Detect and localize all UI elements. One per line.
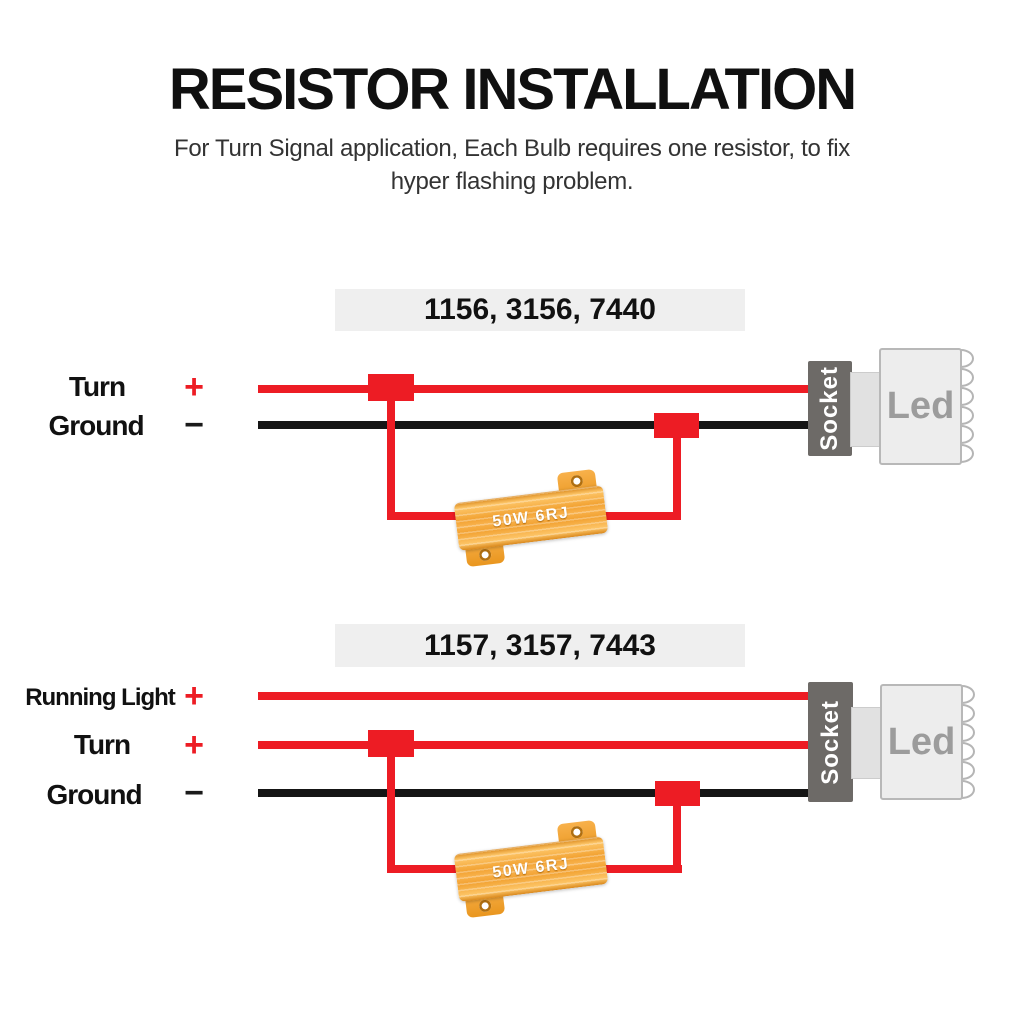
resistor-rating-label-1: 50W 6RJ	[491, 504, 571, 531]
wire-label-turn-1: Turn	[68, 371, 126, 402]
polarity-plus-running-light-2: +	[184, 677, 204, 715]
quick-tap-connector-ground-2	[655, 781, 700, 806]
ground-wire-2	[258, 789, 812, 797]
page-title: RESISTOR INSTALLATION	[168, 57, 857, 122]
polarity-minus-ground-2: −	[184, 774, 204, 812]
turn-wire-2	[258, 741, 812, 749]
wire-label-ground-2: Ground	[46, 779, 142, 810]
ground-wire-1	[258, 421, 812, 429]
polarity-minus-ground-1: −	[184, 406, 204, 444]
page-subtitle: For Turn Signal application, Each Bulb r…	[0, 132, 1024, 198]
resistor-lead-left-1	[387, 399, 395, 520]
socket-1: Socket	[808, 361, 852, 456]
resistor-body-2: 50W 6RJ	[453, 836, 609, 902]
bulb-models-header-2: 1157, 3157, 7443	[335, 624, 745, 667]
polarity-plus-turn-2: +	[184, 726, 204, 764]
polarity-plus-turn-1: +	[184, 368, 204, 406]
wire-label-running-light-2: Running Light	[25, 684, 176, 711]
resistor-lead-left-2	[387, 755, 395, 873]
resistor-body-1: 50W 6RJ	[453, 485, 609, 551]
mounting-hole-top-2	[570, 825, 584, 839]
subtitle-line-1: For Turn Signal application, Each Bulb r…	[174, 135, 850, 162]
resistor-rating-label-2: 50W 6RJ	[491, 855, 571, 882]
bulb-models-header-1: 1156, 3156, 7440	[335, 289, 745, 331]
socket-led-connector-1	[850, 372, 882, 447]
subtitle-line-2: hyper flashing problem.	[390, 168, 634, 195]
resistor-lead-right-2	[673, 803, 681, 873]
load-resistor-2: 50W 6RJ	[453, 819, 609, 919]
wire-label-turn-2: Turn	[73, 729, 131, 760]
mounting-hole-bottom-1	[478, 548, 492, 562]
led-bulb-2: Led	[880, 684, 963, 800]
mounting-hole-bottom-2	[478, 899, 492, 913]
socket-2: Socket	[808, 682, 853, 802]
quick-tap-connector-turn-2	[368, 730, 414, 757]
wire-label-ground-1: Ground	[48, 410, 144, 441]
led-label-2: Led	[887, 720, 956, 763]
led-bulb-1: Led	[879, 348, 962, 465]
socket-label-2: Socket	[816, 699, 844, 785]
load-resistor-1: 50W 6RJ	[453, 468, 609, 568]
quick-tap-connector-turn-1	[368, 374, 414, 401]
turn-wire-1	[258, 385, 812, 393]
mounting-hole-top-1	[570, 474, 584, 488]
resistor-lead-right-1	[673, 436, 681, 520]
socket-label-1: Socket	[816, 366, 843, 451]
socket-led-connector-2	[851, 707, 883, 779]
quick-tap-connector-ground-1	[654, 413, 699, 438]
running-light-wire-2	[258, 692, 812, 700]
led-label-1: Led	[886, 385, 955, 427]
